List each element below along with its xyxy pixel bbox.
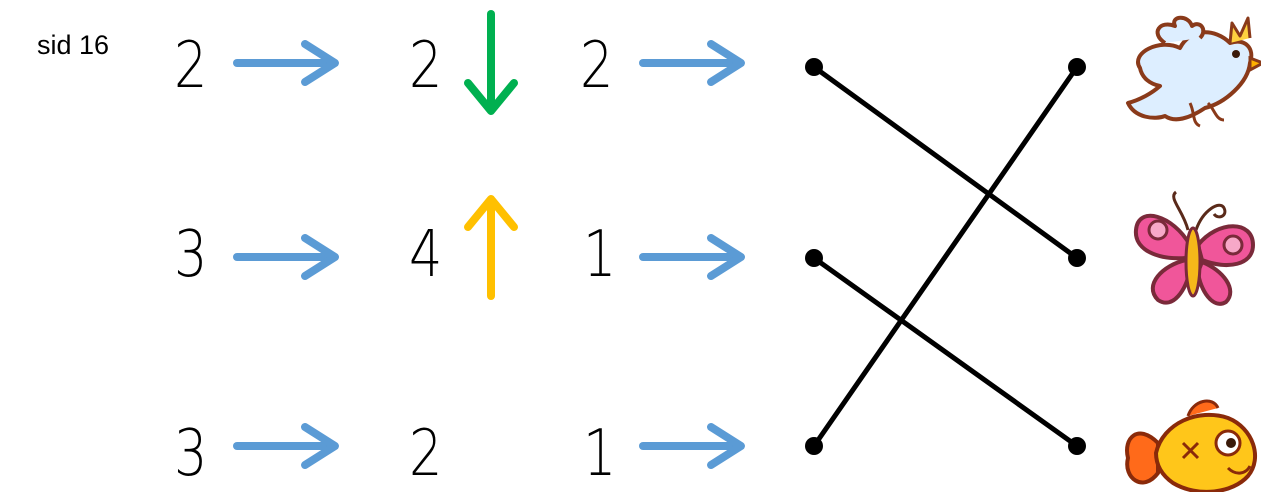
green-down-arrow-icon xyxy=(464,10,518,115)
left-dot-2[interactable] xyxy=(805,249,823,267)
row-2-end-number: 1 xyxy=(583,218,617,292)
yellow-up-arrow-icon xyxy=(464,195,518,300)
right-dot-2[interactable] xyxy=(1068,249,1086,267)
left-dot-1[interactable] xyxy=(805,58,823,76)
row-2-start-number: 3 xyxy=(174,218,208,292)
right-dot-3[interactable] xyxy=(1068,437,1086,455)
row-3-middle-number: 2 xyxy=(409,417,443,491)
right-dot-1[interactable] xyxy=(1068,58,1086,76)
fish-picture-icon xyxy=(1125,399,1258,492)
row-1-middle-number: 2 xyxy=(409,29,443,103)
row-3-right-arrow-icon xyxy=(233,423,339,469)
row-3-end-arrow-icon xyxy=(639,423,745,469)
row-1-end-number: 2 xyxy=(580,29,614,103)
bird-picture-icon xyxy=(1126,15,1261,128)
matching-lines xyxy=(811,64,1080,449)
row-3-end-number: 1 xyxy=(583,417,617,491)
match-line-row3-bird xyxy=(811,64,1080,449)
row-2-right-arrow-icon xyxy=(233,234,339,280)
left-dot-3[interactable] xyxy=(805,437,823,455)
row-2-middle-number: 4 xyxy=(409,218,443,292)
page-label: sid 16 xyxy=(37,30,110,60)
row-1-right-arrow-icon xyxy=(233,40,339,86)
match-line-row2-fish xyxy=(811,255,1080,449)
butterfly-picture-icon xyxy=(1133,190,1255,306)
row-2-end-arrow-icon xyxy=(639,234,745,280)
match-line-row1-butterfly xyxy=(811,64,1080,261)
row-3-start-number: 3 xyxy=(174,417,208,491)
row-1-end-arrow-icon xyxy=(639,40,745,86)
row-1-start-number: 2 xyxy=(174,29,208,103)
